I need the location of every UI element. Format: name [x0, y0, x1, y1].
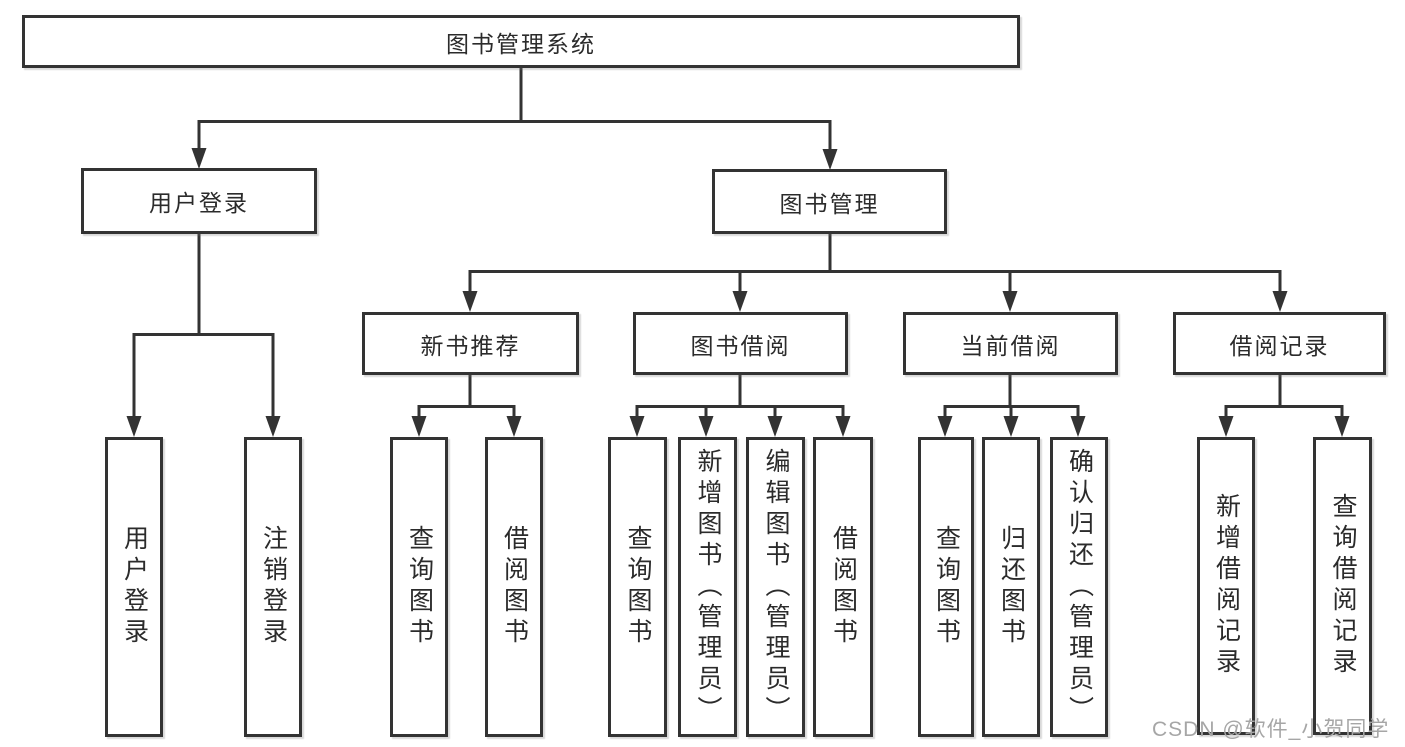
arrowhead-icon	[265, 416, 281, 437]
connector-current-borrow-children	[937, 375, 1086, 437]
leaf-return-books-label: 归还图书	[997, 525, 1026, 649]
arrowhead-icon	[732, 291, 748, 312]
arrowhead-icon	[1218, 416, 1234, 437]
watermark-text: CSDN @软件_小贺同学	[1152, 718, 1390, 741]
arrowhead-icon	[126, 416, 142, 437]
leaf-logout-label: 注销登录	[259, 525, 288, 649]
node-current-borrow: 当前借阅	[903, 312, 1118, 375]
node-borrow-records-label: 借阅记录	[1229, 332, 1330, 359]
arrowhead-icon	[506, 416, 522, 437]
leaf-query-books-borrow: 查询图书	[608, 437, 667, 737]
leaf-confirm-return-admin-label: 确认归还（管理员）	[1065, 447, 1094, 727]
arrowhead-icon	[835, 416, 851, 437]
node-book-borrow: 图书借阅	[633, 312, 848, 375]
leaf-borrow-books-label: 借阅图书	[829, 525, 858, 649]
leaf-edit-books-admin-label: 编辑图书（管理员）	[762, 447, 790, 727]
connector-book-mgmt-to-level3	[462, 234, 1288, 312]
leaf-query-books-current-label: 查询图书	[932, 525, 961, 649]
leaf-return-books: 归还图书	[982, 437, 1040, 737]
leaf-query-books-borrow-label: 查询图书	[624, 525, 652, 649]
node-user-login: 用户登录	[81, 168, 317, 234]
leaf-edit-books-admin: 编辑图书（管理员）	[746, 437, 805, 737]
leaf-user-login: 用户登录	[105, 437, 163, 737]
arrowhead-icon	[191, 148, 207, 169]
node-new-book-recommend: 新书推荐	[362, 312, 579, 375]
leaf-add-books-admin: 新增图书（管理员）	[678, 437, 737, 737]
leaf-borrow-books-recommend-label: 借阅图书	[500, 525, 529, 649]
arrowhead-icon	[1002, 291, 1018, 312]
arrowhead-icon	[937, 416, 953, 437]
connector-user-login-children	[126, 234, 281, 437]
arrowhead-icon	[822, 149, 838, 170]
leaf-logout: 注销登录	[244, 437, 302, 737]
arrowhead-icon	[462, 291, 478, 312]
connector-book-borrow-children	[629, 375, 851, 437]
leaf-borrow-books: 借阅图书	[813, 437, 873, 737]
leaf-query-books-recommend: 查询图书	[390, 437, 448, 737]
node-new-book-recommend-label: 新书推荐	[420, 332, 521, 359]
leaf-user-login-label: 用户登录	[120, 525, 149, 649]
leaf-query-books-current: 查询图书	[918, 437, 974, 737]
arrowhead-icon	[1334, 416, 1350, 437]
node-user-login-label: 用户登录	[149, 190, 249, 216]
node-current-borrow-label: 当前借阅	[960, 332, 1061, 359]
node-book-management-label: 图书管理	[779, 190, 880, 217]
leaf-borrow-books-recommend: 借阅图书	[485, 437, 543, 737]
arrowhead-icon	[767, 416, 783, 437]
leaf-add-borrow-record-label: 新增借阅记录	[1212, 493, 1241, 679]
arrowhead-icon	[698, 416, 714, 437]
node-borrow-records: 借阅记录	[1173, 312, 1386, 375]
leaf-query-books-recommend-label: 查询图书	[405, 525, 434, 649]
node-root: 图书管理系统	[22, 15, 1020, 68]
arrowhead-icon	[1003, 416, 1019, 437]
leaf-add-borrow-record: 新增借阅记录	[1197, 437, 1255, 735]
leaf-add-books-admin-label: 新增图书（管理员）	[694, 447, 722, 727]
connector-borrow-records-children	[1218, 375, 1350, 437]
arrowhead-icon	[629, 416, 645, 437]
connector-new-book-children	[411, 375, 522, 437]
arrowhead-icon	[411, 416, 427, 437]
node-book-borrow-label: 图书借阅	[690, 332, 791, 359]
leaf-query-borrow-record: 查询借阅记录	[1313, 437, 1372, 735]
connector-root-to-level2	[191, 68, 838, 170]
arrowhead-icon	[1070, 416, 1086, 437]
leaf-confirm-return-admin: 确认归还（管理员）	[1050, 437, 1108, 737]
arrowhead-icon	[1272, 291, 1288, 312]
leaf-query-borrow-record-label: 查询借阅记录	[1329, 493, 1357, 679]
node-book-management: 图书管理	[712, 169, 947, 234]
node-root-label: 图书管理系统	[446, 30, 596, 57]
